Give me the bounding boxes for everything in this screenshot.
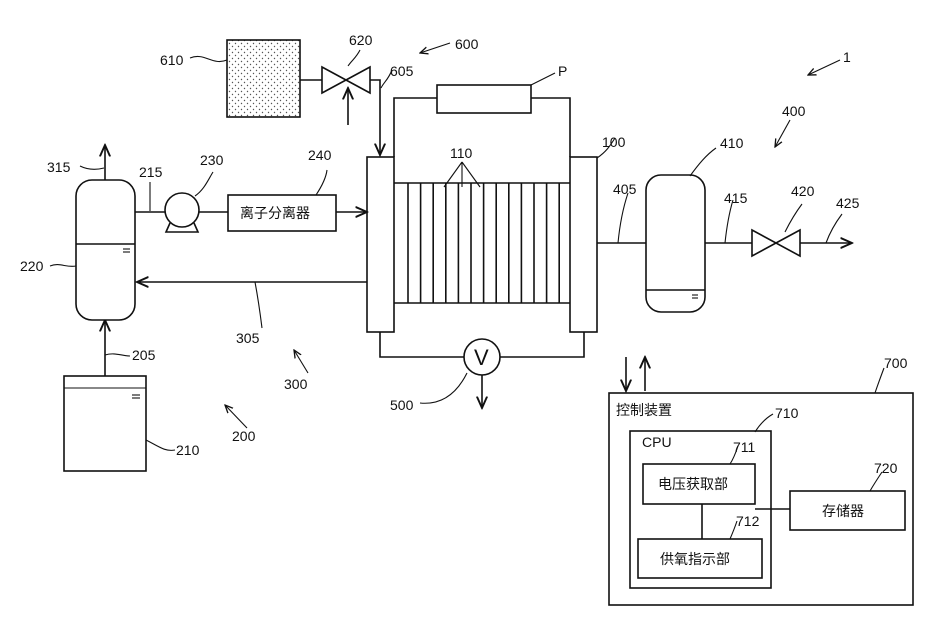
electrolysis-stack: P 110 100: [367, 63, 626, 332]
label-610: 610: [160, 52, 184, 68]
leader-610: [190, 56, 227, 61]
label-420: 420: [791, 183, 815, 199]
leader-500: [420, 373, 467, 403]
gas-liquid-separator: [76, 180, 135, 320]
voltmeter-symbol: V: [474, 345, 489, 370]
leader-600: [420, 43, 450, 53]
supply-unit-name: 供氧指示部: [660, 552, 730, 568]
cathode-return-group: 305 300: [137, 282, 367, 392]
label-300: 300: [284, 376, 308, 392]
label-605: 605: [390, 63, 414, 79]
voltmeter-group: V 500: [380, 332, 584, 413]
label-500: 500: [390, 397, 414, 413]
label-600: 600: [455, 36, 479, 52]
leader-700: [875, 368, 884, 393]
oxygen-pipe-605: [370, 80, 380, 155]
label-712: 712: [736, 513, 760, 529]
leader-240: [316, 170, 327, 195]
leader-410: [690, 148, 716, 176]
cell-lines: [408, 183, 559, 303]
pump-icon: [165, 193, 199, 232]
controller-group: 控制装置 700 CPU 710 电压获取部 711 供氧指示部 712 存储器…: [609, 355, 913, 605]
label-305: 305: [236, 330, 260, 346]
leader-P: [531, 73, 555, 85]
label-100: 100: [602, 134, 626, 150]
label-400: 400: [782, 103, 806, 119]
hydrogen-side-group: 405 410 415 420 425 400: [597, 103, 860, 312]
leader-620: [348, 50, 360, 66]
leader-1: [808, 60, 840, 75]
leader-400: [775, 120, 790, 147]
label-210: 210: [176, 442, 200, 458]
leader-300: [294, 350, 308, 373]
storage-name: 存储器: [822, 504, 864, 520]
label-720: 720: [874, 460, 898, 476]
ion-filter-name: 离子分离器: [240, 205, 310, 222]
oxygen-supply-group: 610 620 605 600: [160, 32, 479, 155]
label-700: 700: [884, 355, 908, 371]
label-620: 620: [349, 32, 373, 48]
label-P: P: [558, 63, 567, 79]
label-410: 410: [720, 135, 744, 151]
label-220: 220: [20, 258, 44, 274]
label-315: 315: [47, 159, 71, 175]
voltage-unit-name: 电压获取部: [658, 477, 728, 493]
label-710: 710: [775, 405, 799, 421]
oxygen-tank: [227, 40, 300, 117]
leader-230: [195, 172, 213, 196]
label-200: 200: [232, 428, 256, 444]
controller-name: 控制装置: [616, 403, 672, 419]
water-tank: [64, 376, 146, 471]
cpu-text: CPU: [642, 434, 672, 450]
stack-right-endplate: [570, 157, 597, 332]
leader-200: [225, 405, 247, 428]
label-425: 425: [836, 195, 860, 211]
label-110: 110: [450, 145, 473, 161]
label-405: 405: [613, 181, 637, 197]
leader-220: [50, 265, 76, 267]
bypass-box-P: [437, 85, 531, 113]
label-230: 230: [200, 152, 224, 168]
leader-420: [785, 204, 802, 232]
anode-side-group: 210 205 220 315 215 230 离子分离器 240: [20, 145, 367, 471]
stack-left-endplate: [367, 157, 394, 332]
label-415: 415: [724, 190, 748, 206]
label-215: 215: [139, 164, 163, 180]
oxygen-valve-icon: [322, 67, 370, 93]
label-240: 240: [308, 147, 332, 163]
bypass-pipe: [394, 98, 437, 157]
label-1: 1: [843, 49, 851, 65]
hydrogen-separator: [646, 175, 705, 312]
label-711: 711: [733, 439, 756, 455]
leader-210: [146, 440, 175, 450]
hydrogen-valve-icon: [752, 230, 800, 256]
label-205: 205: [132, 347, 156, 363]
